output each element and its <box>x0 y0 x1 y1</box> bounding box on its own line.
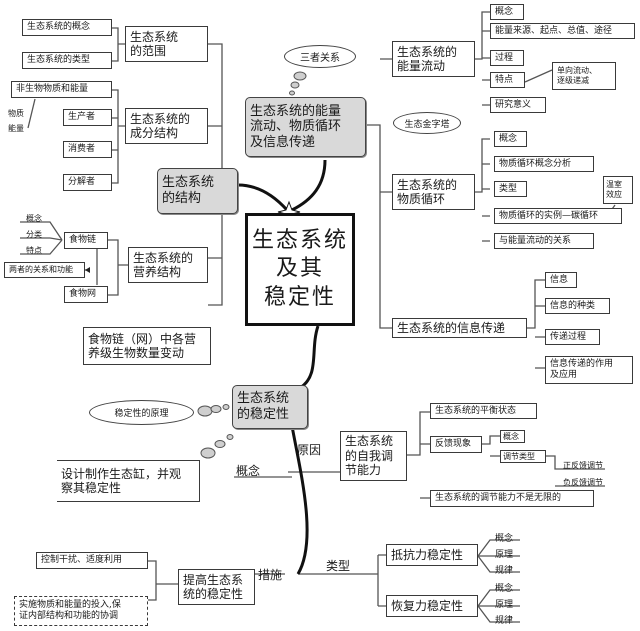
arrow-icon <box>85 267 90 273</box>
bubble-dot <box>200 447 216 459</box>
resilience-child: 原理 <box>495 600 514 610</box>
connector <box>112 89 125 184</box>
food-chain-note: 特点 <box>26 246 42 255</box>
connector <box>527 279 545 369</box>
relation-node[interactable]: 两者的关系和功能 <box>4 262 85 278</box>
connector <box>546 455 605 487</box>
food-chain-node[interactable]: 食物链 <box>64 232 108 249</box>
structure-main-node[interactable]: 生态系统 的结构 <box>157 168 238 214</box>
bubble-dot <box>290 81 300 89</box>
matter-type-node[interactable]: 类型 <box>494 181 527 197</box>
curve-connector <box>290 425 309 575</box>
feedback-concept-node[interactable]: 概念 <box>500 430 525 443</box>
input-matter-energy-node[interactable]: 实施物质和能量的投入,保 证内部结构和功能的协调 <box>14 596 148 626</box>
energy-feature-node[interactable]: 特点 <box>490 72 525 88</box>
resistance-child: 概念 <box>495 534 514 544</box>
types-label: 类型 <box>326 559 351 573</box>
bubble-dot <box>289 90 295 96</box>
food-web-node[interactable]: 食物网 <box>64 286 108 303</box>
connector <box>477 589 520 623</box>
positive-feedback: 正反馈调节 <box>563 461 603 470</box>
feedback-types-node[interactable]: 调节类型 <box>500 450 546 463</box>
population-change-node[interactable]: 食物链（网）中各营 养级生物数量变动 <box>83 327 211 365</box>
resistance-node[interactable]: 抵抗力稳定性 <box>386 544 478 566</box>
stability-main-node[interactable]: 生态系统 的稳定性 <box>232 385 308 429</box>
consumer-node[interactable]: 消费者 <box>63 141 112 158</box>
matter-cycle-node[interactable]: 生态系统的 物质循环 <box>392 174 475 210</box>
food-chain-note: 分类 <box>26 230 42 239</box>
matter-concept-node[interactable]: 概念 <box>494 131 527 147</box>
connector <box>407 411 430 499</box>
matter-energy-relation-node[interactable]: 与能量流动的关系 <box>494 233 594 249</box>
reason-label: 原因 <box>297 443 322 457</box>
energy-significance-node[interactable]: 研究意义 <box>490 97 546 113</box>
bubble-dot <box>222 404 230 410</box>
curve-connector <box>299 325 320 390</box>
balance-node[interactable]: 生态系统的平衡状态 <box>430 403 537 419</box>
connector <box>475 138 490 242</box>
measures-label: 措施 <box>258 568 283 582</box>
connector <box>475 11 490 106</box>
bubble-dot <box>210 405 222 413</box>
food-chain-note: 概念 <box>26 214 42 223</box>
information-node[interactable]: 生态系统的信息传递 <box>392 318 527 338</box>
connector <box>20 221 63 255</box>
energy-concept-node[interactable]: 概念 <box>490 4 524 20</box>
curve-connector <box>291 159 327 212</box>
resilience-child: 规律 <box>495 616 514 626</box>
info-application-node[interactable]: 信息传递的作用 及应用 <box>545 356 633 384</box>
abiotic-node[interactable]: 非生物物质和能量 <box>11 81 112 98</box>
curve-connector <box>237 183 289 212</box>
connector <box>524 69 553 83</box>
control-disturbance-node[interactable]: 控制干扰、适度利用 <box>36 552 148 569</box>
pyramid-bubble: 生态金字塔 <box>393 112 461 134</box>
self-regulation-node[interactable]: 生态系统 的自我调 节能力 <box>340 431 407 481</box>
bubble-dot <box>293 71 307 81</box>
relation-bubble: 三者关系 <box>284 45 356 68</box>
feedback-node[interactable]: 反馈现象 <box>430 436 482 453</box>
info-type-node[interactable]: 信息的种类 <box>545 298 610 314</box>
producer-node[interactable]: 生产者 <box>63 109 112 126</box>
connector <box>477 539 520 573</box>
connector <box>298 554 386 607</box>
energy-source-node[interactable]: 能量来源、起点、总值、途径 <box>490 23 635 39</box>
improve-stability-node[interactable]: 提高生态系 统的稳定性 <box>178 569 255 605</box>
function-main-node[interactable]: 生态系统的能量 流动、物质循环 及信息传递 <box>245 97 366 157</box>
scope-node[interactable]: 生态系统 的范围 <box>125 26 208 62</box>
bubble-dot <box>214 440 226 448</box>
concept-label: 概念 <box>236 464 261 478</box>
bubble-dot <box>226 434 234 440</box>
energy-flow-node[interactable]: 生态系统的 能量流动 <box>392 41 475 77</box>
resistance-child: 规律 <box>495 566 514 576</box>
principle-bubble: 稳定性的原理 <box>89 400 194 425</box>
info-process-node[interactable]: 传递过程 <box>545 329 600 345</box>
abiotic-note-energy: 能量 <box>8 124 24 133</box>
energy-process-node[interactable]: 过程 <box>490 50 524 66</box>
experiment-node[interactable]: 设计制作生态缸，并观 察其稳定性 <box>57 460 200 502</box>
scope-concept-node[interactable]: 生态系统的概念 <box>22 19 112 36</box>
connector <box>27 98 36 129</box>
connector <box>148 560 178 601</box>
abiotic-note-matter: 物质 <box>8 109 24 118</box>
components-node[interactable]: 生态系统的 成分结构 <box>125 108 208 144</box>
connector <box>482 435 500 457</box>
connector <box>108 239 128 296</box>
bubble-dot <box>197 405 213 417</box>
greenhouse-note: 温室 效应 <box>603 176 633 204</box>
resilience-node[interactable]: 恢复力稳定性 <box>386 595 478 617</box>
limit-node[interactable]: 生态系统的调节能力不是无限的 <box>430 490 594 507</box>
resilience-child: 概念 <box>495 584 514 594</box>
carbon-cycle-node[interactable]: 物质循环的实例—碳循环 <box>494 208 622 224</box>
energy-feature-note: 单向流动、 逐级递减 <box>552 62 616 90</box>
resistance-child: 原理 <box>495 550 514 560</box>
connector <box>112 27 125 62</box>
negative-feedback: 负反馈调节 <box>563 478 603 487</box>
center-topic[interactable]: 生态系统 及其 稳定性 <box>245 213 355 326</box>
matter-analysis-node[interactable]: 物质循环概念分析 <box>494 156 594 172</box>
trophic-node[interactable]: 生态系统的 营养结构 <box>128 247 208 283</box>
scope-type-node[interactable]: 生态系统的类型 <box>22 52 112 69</box>
info-node[interactable]: 信息 <box>545 272 577 288</box>
decomposer-node[interactable]: 分解者 <box>63 174 112 191</box>
